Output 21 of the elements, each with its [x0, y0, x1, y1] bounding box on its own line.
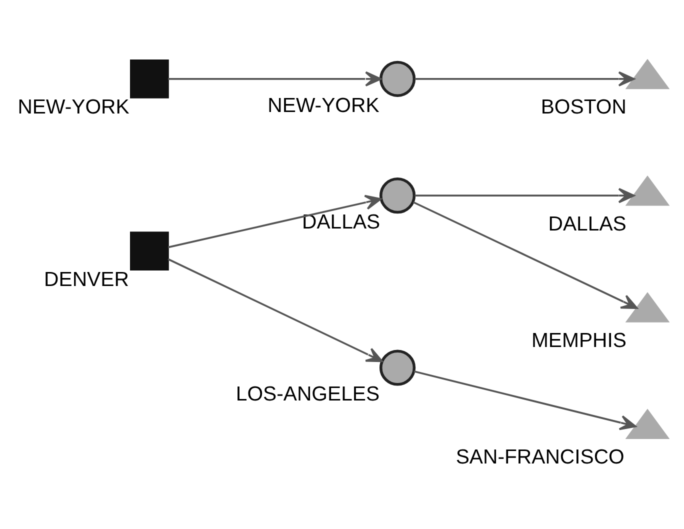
node-label: NEW-YORK [18, 96, 130, 118]
node-label: DENVER [44, 268, 129, 290]
node-circle [380, 349, 416, 386]
arrow [168, 70, 382, 86]
node-label: DALLAS [302, 211, 380, 234]
node-circle [380, 177, 416, 214]
node-circle [380, 60, 416, 96]
arrow [414, 187, 635, 203]
arrow [414, 370, 636, 430]
node-box [130, 231, 169, 270]
node-label: BOSTON [540, 96, 626, 118]
node-label: DALLAS [548, 212, 626, 235]
arrow [168, 194, 382, 248]
arrow [168, 258, 383, 362]
node-box [130, 58, 169, 98]
node-label: MEMPHIS [531, 330, 627, 352]
node-label: LOS-ANGELES [236, 383, 380, 406]
node-label: SAN-FRANCISCO [456, 446, 624, 468]
arrow [412, 200, 638, 308]
node-label: NEW-YORK [268, 94, 380, 116]
arrow [414, 70, 635, 86]
